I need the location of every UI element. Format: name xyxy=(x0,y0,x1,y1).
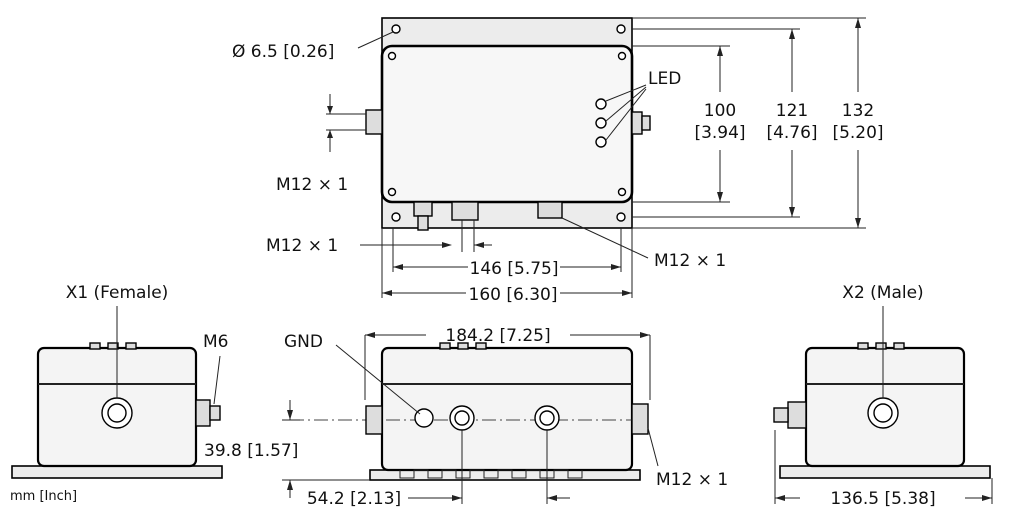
m6-label: M6 xyxy=(203,332,228,352)
lid-screw-tl xyxy=(387,51,397,61)
right-plate xyxy=(779,465,991,479)
connector-right-nut xyxy=(641,115,651,131)
left-plate xyxy=(11,465,223,479)
units-label: mm [Inch] xyxy=(10,489,77,504)
connector-right xyxy=(631,111,643,135)
front-housing xyxy=(380,346,634,472)
housing-lid xyxy=(380,44,634,204)
m6-ground-stud xyxy=(195,399,211,427)
dim-132-label: 132 xyxy=(842,101,874,121)
mount-hole-bl xyxy=(391,212,401,222)
right-side-connector xyxy=(787,401,807,429)
top-view xyxy=(326,17,866,298)
lid-screw-tr xyxy=(617,51,627,61)
dim-184-label: 184.2 [7.25] xyxy=(445,326,550,346)
led-indicator-2 xyxy=(595,117,607,129)
mount-hole-tl xyxy=(391,24,401,34)
led-indicator-3 xyxy=(595,136,607,148)
led-label: LED xyxy=(648,69,681,89)
x1-female-label: X1 (Female) xyxy=(66,283,169,303)
mount-hole-tr xyxy=(616,24,626,34)
dim-121-label: 121 xyxy=(776,101,808,121)
lid-screw-bl xyxy=(387,187,397,197)
connector-bottom-3 xyxy=(537,201,563,219)
connector-bottom-2 xyxy=(451,201,479,221)
led-indicator-1 xyxy=(595,98,607,110)
m12-bottom-right-label: M12 × 1 xyxy=(654,251,726,271)
left-side-view xyxy=(11,306,223,479)
connector-bottom-1-tip xyxy=(417,215,429,231)
m12-left-label: M12 × 1 xyxy=(276,175,348,195)
m12-bottom-left-label: M12 × 1 xyxy=(266,236,338,256)
gnd-label: GND xyxy=(284,332,323,352)
dim-54-label: 54.2 [2.13] xyxy=(307,489,401,509)
dim-100-inch-label: [3.94] xyxy=(694,123,745,143)
dim-39-label: 39.8 [1.57] xyxy=(204,441,298,461)
hole-diameter-label: Ø 6.5 [0.26] xyxy=(232,42,334,62)
dim-136-label: 136.5 [5.38] xyxy=(830,489,935,509)
front-connector-right xyxy=(631,403,649,435)
dim-121-inch-label: [4.76] xyxy=(766,123,817,143)
lid-screw-br xyxy=(617,187,627,197)
right-side-view xyxy=(773,306,993,504)
front-view xyxy=(282,332,659,504)
connector-bottom-1 xyxy=(413,201,433,217)
dim-100-label: 100 xyxy=(704,101,736,121)
dim-160-label: 160 [6.30] xyxy=(469,285,558,305)
connector-left xyxy=(365,109,383,135)
mount-hole-br xyxy=(616,212,626,222)
x2-male-label: X2 (Male) xyxy=(842,283,923,303)
m12-front-label: M12 × 1 xyxy=(656,470,728,490)
dim-132-inch-label: [5.20] xyxy=(832,123,883,143)
front-connector-left xyxy=(365,405,383,435)
dim-146-label: 146 [5.75] xyxy=(470,259,559,279)
